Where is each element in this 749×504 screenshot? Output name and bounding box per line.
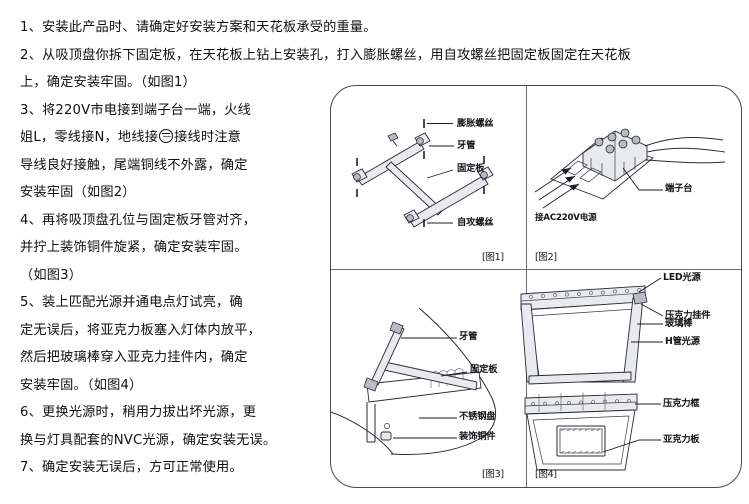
instruction-line-2: 2、从吸顶盘你拆下固定板，在天花板上钻上安装孔，打入膨胀螺丝，用自攻螺丝把固定板… (20, 47, 632, 63)
earth-ground-symbol-icon (159, 129, 174, 143)
panel-1-label-thread-tube: 牙管 (457, 140, 476, 151)
diagram-panel-2: 端子台 接AC220V电源 [图2] (527, 86, 741, 269)
panel-4-artwork (520, 277, 664, 471)
instruction-line-8: 4、再将吸顶盘孔位与固定板牙管对齐， (20, 212, 257, 228)
instruction-line-5: 姐L，零线接N，地线接接线时注意 (20, 124, 330, 152)
diagram-frame: 膨胀螺丝 牙管 固定板 自攻螺丝 [图1] (330, 85, 742, 488)
instruction-line-12: 定无误后，将亚克力板塞入灯体内放平， (20, 322, 261, 338)
panel-2-label-terminal-block: 端子台 (665, 183, 693, 194)
panel-3-artwork (331, 307, 497, 455)
panel-4-label-acrylic-frame: 压克力框 (663, 398, 700, 409)
panel-1-label-expansion-screw: 膨胀螺丝 (457, 118, 494, 129)
instruction-line-14: 安装牢固。（如图4） (20, 377, 143, 393)
panel-1-caption: [图1] (482, 252, 504, 263)
instruction-line-9: 并拧上装饰铜件旋紧，确定安装牢固。 (20, 240, 248, 255)
diagram-panel-1: 膨胀螺丝 牙管 固定板 自攻螺丝 [图1] (331, 86, 526, 269)
panel-3-caption: [图3] (482, 469, 504, 480)
instruction-line-1: 1、安装此产品时、请确定好安装方案和天花板承受的重量。 (20, 20, 377, 35)
panel-2-label-ac220v-power: 接AC220V电源 (535, 213, 597, 223)
instruction-line-4: 3、将220V市电接到端子台一端，火线 (20, 102, 252, 118)
panel-3-label-thread-tube: 牙管 (459, 331, 478, 342)
instruction-line-5-part-a: 姐L，零线接N，地线接 (20, 130, 159, 145)
panel-1-label-fixing-plate: 固定板 (457, 163, 485, 174)
panel-3-label-fixing-plate: 固定板 (470, 364, 498, 375)
instruction-line-5-part-b: 接线时注意 (174, 130, 242, 145)
instruction-line-11: 5、装上匹配光源并通电点灯试亮，确 (20, 295, 243, 310)
panel-1-artwork (351, 119, 494, 228)
diagram-panel-3: 牙管 固定板 不锈钢盘 装饰铜件 [图3] (331, 270, 526, 487)
panel-2-caption: [图2] (535, 252, 557, 263)
panel-4-label-led-light-source: LED光源 (663, 272, 701, 283)
instruction-line-16: 换与灯具配套的NVC光源，确定安装无误。 (20, 432, 277, 448)
diagram-panel-4: LED光源 压克力挂件 玻璃棒 H管光源 压克力框 亚克力板 [图4] (520, 270, 741, 487)
panel-4-label-h-tube-light-source: H管光源 (665, 336, 700, 347)
panel-4-label-acrylic-hanger: 压克力挂件 (665, 310, 711, 321)
instruction-line-6: 导线良好接触，尾端铜线不外露，确定 (20, 157, 248, 173)
diagram-horizontal-divider (331, 269, 741, 270)
instruction-line-3: 上，确定安装牢固。（如图1） (20, 75, 197, 90)
panel-4-label-acrylic-panel: 亚克力板 (663, 434, 700, 445)
instruction-line-10: （如图3） (20, 267, 83, 283)
panel-4-label-glass-rod: 玻璃棒 (665, 318, 693, 329)
diagram-vertical-divider-top (526, 86, 527, 269)
panel-4-caption: [图4] (535, 469, 557, 480)
instruction-line-17: 7、确定安装无误后，方可正常使用。 (20, 460, 243, 475)
panel-2-artwork (534, 128, 726, 209)
panel-1-label-self-tapping-screw: 自攻螺丝 (457, 217, 494, 228)
instruction-text-column: 1、安装此产品时、请确定好安装方案和天花板承受的重量。 2、从吸顶盘你拆下固定板… (20, 14, 632, 482)
panel-3-label-decorative-copper: 装饰铜件 (459, 431, 496, 442)
instruction-line-15: 6、更换光源时，稍用力拔出坏光源，更 (20, 405, 257, 420)
instruction-line-7: 安装牢固（如图2） (20, 185, 136, 200)
instruction-line-13: 然后把玻璃棒穿入亚克力挂件内，确定 (20, 350, 248, 365)
panel-3-label-stainless-pan: 不锈钢盘 (459, 411, 496, 422)
